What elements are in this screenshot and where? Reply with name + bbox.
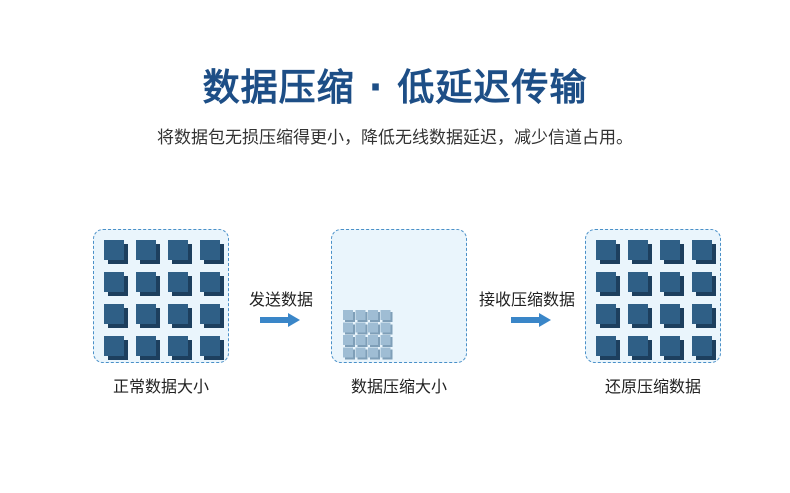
data-block [380, 347, 393, 360]
data-block [104, 336, 128, 360]
data-block [692, 240, 716, 264]
data-block [692, 272, 716, 296]
page-title: 数据压缩 · 低延迟传输 [202, 66, 588, 109]
data-block [368, 347, 380, 360]
data-block [368, 335, 380, 347]
data-block [136, 272, 160, 296]
blocks-svg [596, 240, 716, 360]
data-block [596, 336, 620, 360]
data-block [596, 272, 620, 296]
blocks-svg [343, 310, 393, 360]
data-block [660, 272, 684, 296]
data-block [136, 240, 160, 264]
receive-data-label: 接收压缩数据 [478, 290, 575, 309]
data-block [628, 336, 652, 360]
data-block [200, 272, 224, 296]
data-block [104, 272, 128, 296]
data-block [692, 304, 716, 328]
data-block [355, 335, 368, 347]
page-subtitle: 将数据包无损压缩得更小，降低无线数据延迟，减少信道占用。 [157, 128, 633, 148]
data-block [380, 322, 393, 335]
data-block [136, 336, 160, 360]
data-block [368, 322, 380, 335]
data-block [628, 240, 652, 264]
data-block [343, 347, 355, 360]
compressed-data-caption: 数据压缩大小 [350, 377, 447, 396]
data-block [380, 335, 393, 347]
data-block [104, 304, 128, 328]
data-block [628, 304, 652, 328]
data-block [343, 310, 355, 322]
data-block [660, 304, 684, 328]
restored-data-panel [585, 229, 721, 363]
data-block [200, 304, 224, 328]
data-block [136, 304, 160, 328]
data-block [355, 347, 368, 360]
data-block [168, 336, 192, 360]
data-block [660, 336, 684, 360]
normal-data-caption: 正常数据大小 [112, 377, 209, 396]
data-block [104, 240, 128, 264]
data-block [355, 322, 368, 335]
send-arrow-icon [260, 313, 300, 327]
data-block [368, 310, 380, 322]
normal-data-panel [93, 229, 229, 363]
compressed-data-panel [331, 229, 467, 363]
data-block [596, 240, 620, 264]
data-block [596, 304, 620, 328]
data-block [692, 336, 716, 360]
restored-data-caption: 还原压缩数据 [604, 377, 701, 396]
data-block [343, 335, 355, 347]
blocks-svg [104, 240, 224, 360]
restored-data-blocks [586, 230, 720, 362]
data-block [168, 240, 192, 264]
send-data-label: 发送数据 [248, 290, 313, 309]
data-block [380, 310, 393, 322]
data-block [168, 272, 192, 296]
data-block [343, 322, 355, 335]
compressed-data-blocks [332, 230, 466, 362]
data-block [200, 336, 224, 360]
data-block [355, 310, 368, 322]
normal-data-blocks [94, 230, 228, 362]
data-block [660, 240, 684, 264]
receive-arrow-icon [511, 313, 551, 327]
data-block [200, 240, 224, 264]
data-block [628, 272, 652, 296]
data-block [168, 304, 192, 328]
